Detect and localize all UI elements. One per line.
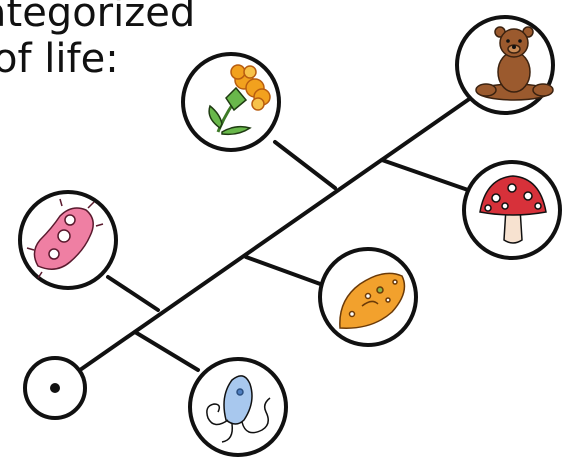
caption-line-1: ategorized	[0, 0, 196, 36]
mushroom-node	[462, 160, 562, 260]
branch-flower	[273, 140, 337, 190]
root-dot	[50, 383, 60, 393]
branch-bacterium	[106, 275, 160, 312]
flower-node	[181, 52, 281, 152]
caption: ategorized of life:	[0, 0, 260, 82]
trunk-line	[78, 93, 477, 372]
bacterium-icon	[26, 198, 104, 279]
branch-flagellate	[133, 330, 200, 372]
bear-node	[455, 15, 555, 115]
branch-lines	[78, 93, 477, 372]
mushroom-icon	[479, 175, 547, 244]
bacterium-node	[18, 190, 118, 290]
flower-icon	[208, 64, 271, 136]
root-node	[23, 356, 87, 420]
paramecium-node	[318, 247, 418, 347]
bear-icon	[475, 26, 554, 101]
branch-paramecium	[244, 255, 325, 287]
flagellate-node	[188, 357, 288, 457]
caption-line-2: of life:	[0, 36, 119, 82]
branch-mushroom	[380, 158, 470, 192]
flagellate-icon	[206, 375, 271, 443]
paramecium-icon	[339, 272, 406, 329]
